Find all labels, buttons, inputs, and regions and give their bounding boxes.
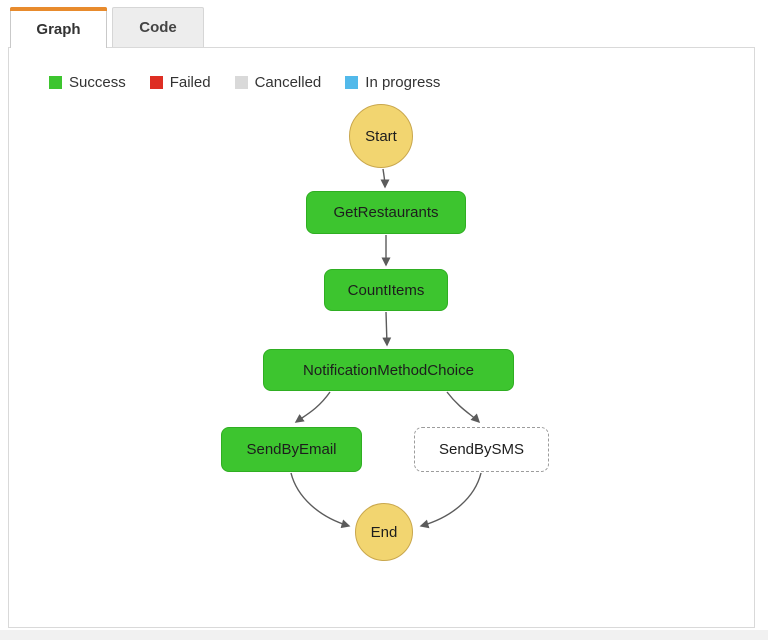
active-tab-accent xyxy=(10,7,107,11)
in-progress-swatch xyxy=(345,76,359,89)
node-getrestaurants[interactable]: GetRestaurants xyxy=(306,191,466,234)
tab-graph[interactable]: Graph xyxy=(10,7,107,48)
node-sendbysms[interactable]: SendBySMS xyxy=(414,427,549,472)
cancelled-swatch xyxy=(234,76,248,89)
tab-code[interactable]: Code xyxy=(112,7,204,47)
edge-sendbyemail-end xyxy=(290,472,351,529)
legend-label-in-progress: In progress xyxy=(365,74,441,91)
legend-label-success: Success xyxy=(69,74,126,91)
edge-countitems-choice xyxy=(382,311,392,347)
edge-sendbysms-end xyxy=(419,472,482,529)
edge-choice-sendbysms xyxy=(446,391,481,424)
tab-graph-label: Graph xyxy=(36,21,81,38)
tab-code-label: Code xyxy=(139,19,177,36)
legend-label-failed: Failed xyxy=(169,74,211,91)
legend-label-cancelled: Cancelled xyxy=(254,74,322,91)
tab-bar: Graph Code xyxy=(10,7,204,48)
node-getrestaurants-label: GetRestaurants xyxy=(333,204,439,221)
node-countitems-label: CountItems xyxy=(347,281,425,299)
legend-item-in-progress: In progress xyxy=(345,74,440,91)
edge-choice-sendbyemail xyxy=(294,391,331,423)
edge-start-getrestaurants xyxy=(380,168,390,189)
node-sendbyemail-label: SendByEmail xyxy=(246,441,337,458)
node-end-label: End xyxy=(370,523,398,541)
node-sendbyemail[interactable]: SendByEmail xyxy=(221,427,362,472)
node-end[interactable]: End xyxy=(355,503,413,561)
status-legend: Success Failed Cancelled In progress xyxy=(49,74,440,91)
failed-swatch xyxy=(149,76,163,89)
node-notificationmethodchoice-label: NotificationMethodChoice xyxy=(303,361,474,379)
legend-item-success: Success xyxy=(49,74,126,91)
node-start[interactable]: Start xyxy=(349,104,413,168)
node-start-label: Start xyxy=(365,127,397,145)
page-background-strip xyxy=(0,630,768,640)
graph-panel: Success Failed Cancelled In progress xyxy=(8,47,755,628)
node-countitems[interactable]: CountItems xyxy=(324,269,448,311)
node-sendbysms-label: SendBySMS xyxy=(438,441,525,458)
node-notificationmethodchoice[interactable]: NotificationMethodChoice xyxy=(263,349,514,391)
legend-item-cancelled: Cancelled xyxy=(234,74,322,91)
legend-item-failed: Failed xyxy=(149,74,211,91)
success-swatch xyxy=(49,76,62,89)
